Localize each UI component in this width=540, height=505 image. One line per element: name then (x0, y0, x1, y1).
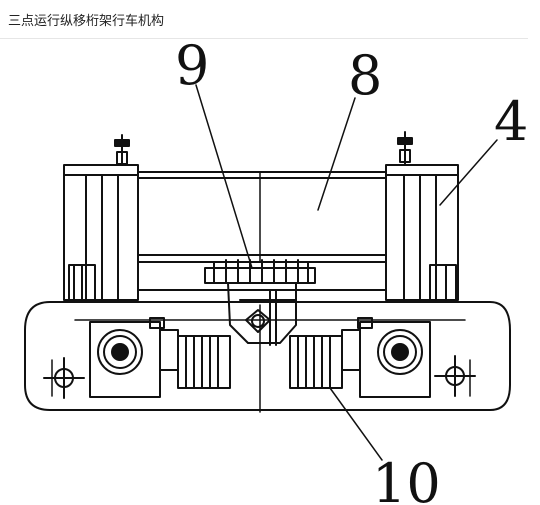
page-title: 三点运行纵移桁架行车机构 (8, 14, 165, 29)
callout-4: 4 (494, 90, 528, 153)
travel-beam (24, 301, 511, 413)
leader-lines (195, 84, 498, 461)
left-wheel-drive (43, 317, 231, 399)
title-bar: 三点运行纵移桁架行车机构 (0, 0, 528, 39)
mechanism-drawing: 9 8 4 10 (24, 38, 528, 505)
callout-9: 9 (175, 38, 209, 97)
callout-10: 10 (372, 452, 441, 505)
callout-8: 8 (348, 44, 382, 107)
left-column (63, 134, 139, 301)
right-column (385, 131, 459, 301)
right-wheel-drive (289, 317, 476, 398)
central-drive-block (204, 259, 316, 346)
